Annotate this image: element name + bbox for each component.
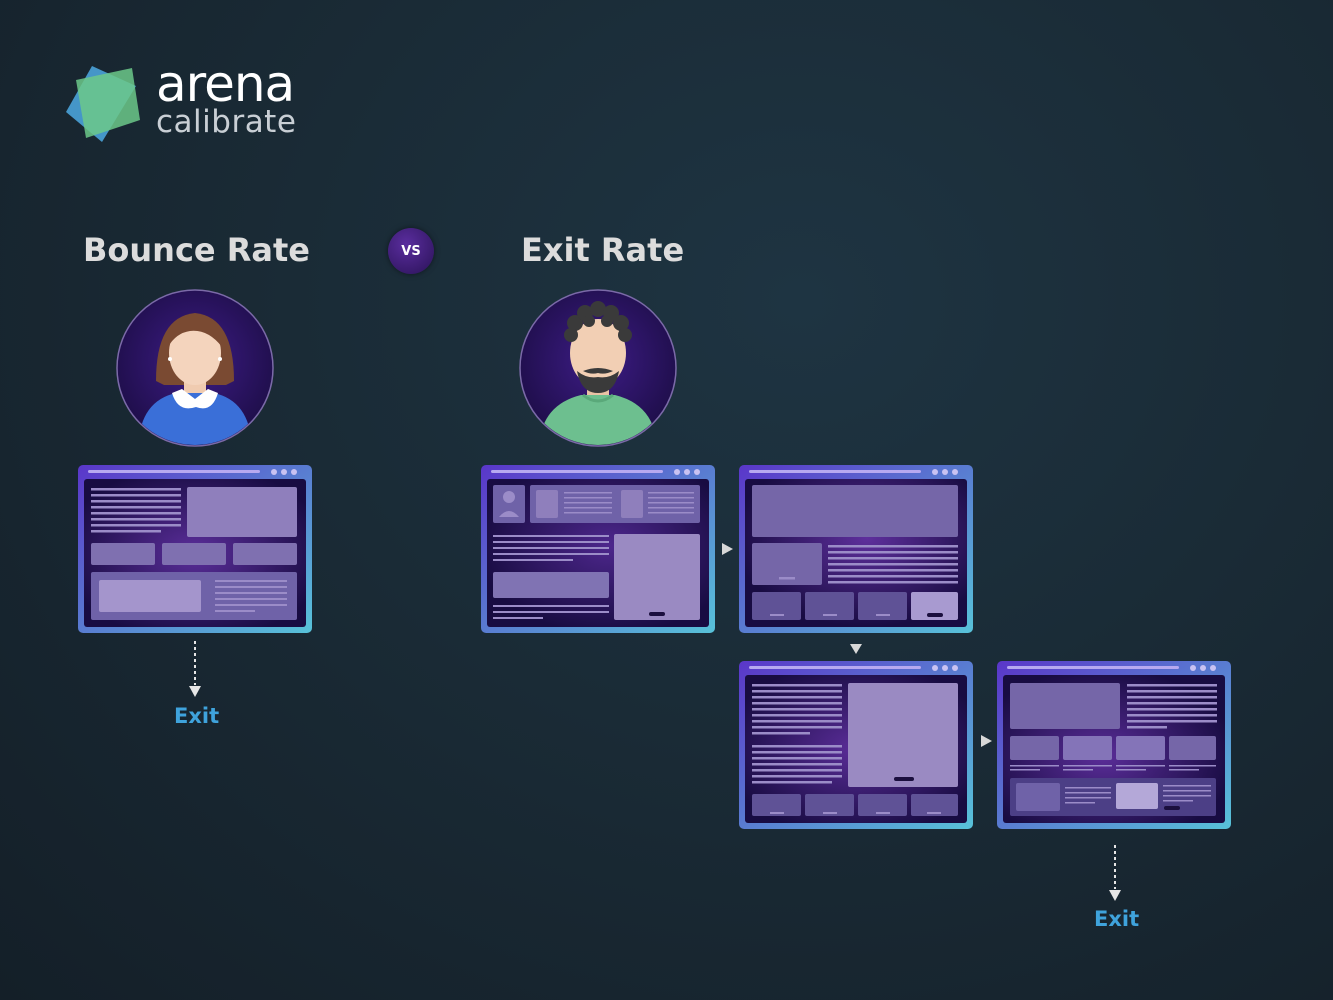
vs-badge: VS bbox=[388, 228, 434, 274]
bounce-landing-page bbox=[78, 465, 312, 633]
brand-logo: arena calibrate bbox=[62, 55, 332, 150]
right-arrow-icon bbox=[979, 733, 993, 747]
exit-flow-page-2 bbox=[739, 465, 973, 633]
exit-flow-page-1 bbox=[481, 465, 715, 633]
down-arrow-icon bbox=[849, 641, 863, 655]
arena-logo-icon bbox=[62, 60, 146, 150]
bounce-exit-label: Exit bbox=[174, 704, 220, 728]
exit-rate-title: Exit Rate bbox=[521, 231, 685, 269]
exit-flow-page-4 bbox=[997, 661, 1231, 829]
bounce-rate-title: Bounce Rate bbox=[83, 231, 310, 269]
woman-avatar-icon bbox=[116, 289, 274, 447]
down-arrow-icon bbox=[189, 641, 201, 697]
logo-word-arena: arena bbox=[156, 55, 295, 113]
man-avatar-icon bbox=[519, 289, 677, 447]
down-arrow-icon bbox=[1109, 845, 1121, 901]
exit-flow-page-3 bbox=[739, 661, 973, 829]
right-arrow-icon bbox=[720, 541, 734, 555]
logo-word-calibrate: calibrate bbox=[156, 104, 297, 140]
exit-rate-exit-label: Exit bbox=[1094, 907, 1140, 931]
